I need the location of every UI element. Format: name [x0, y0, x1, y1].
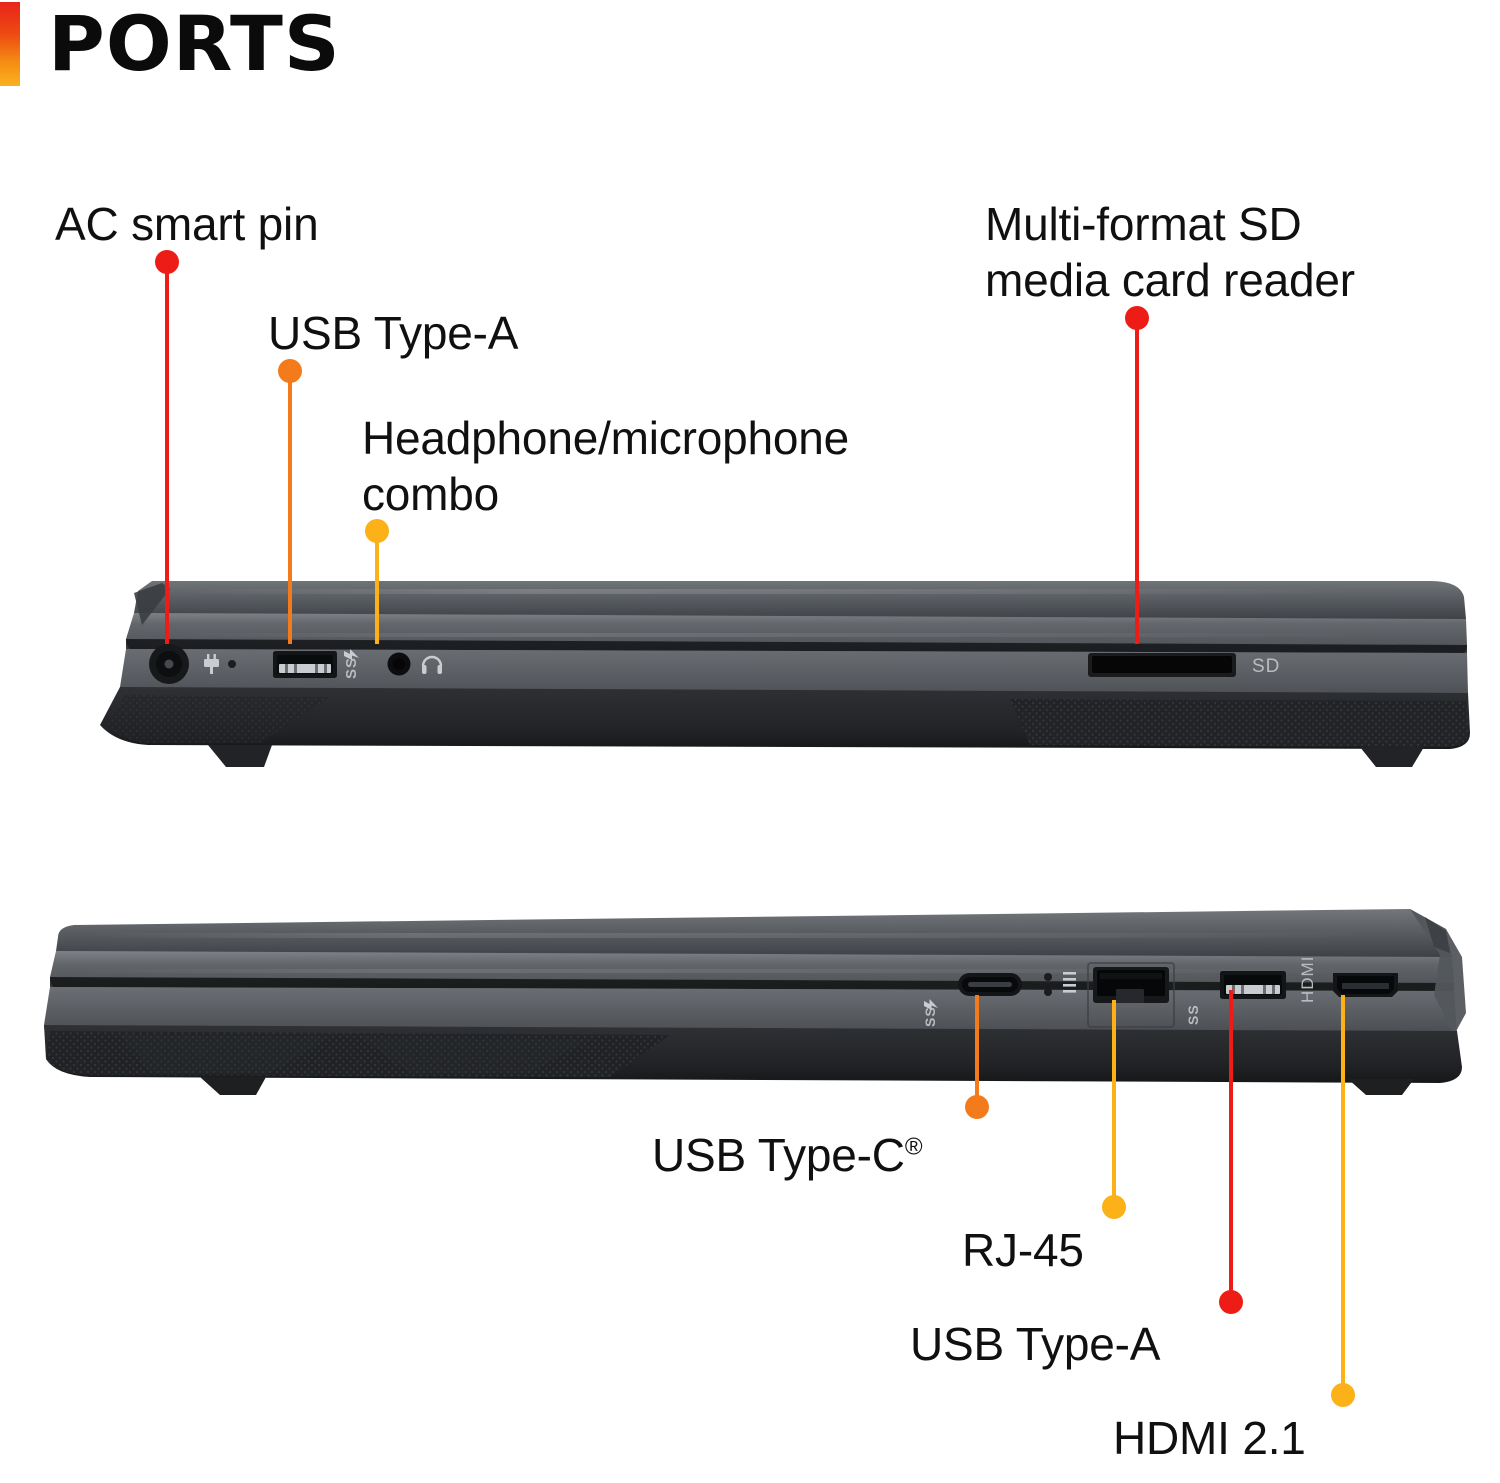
usb-superspeed-icon: SS — [1185, 1004, 1201, 1025]
laptop2-corner-chamfer — [1410, 909, 1466, 1035]
usb-c-superspeed-charge-icon: SS — [922, 999, 938, 1027]
sd-slot-label: SD — [1252, 656, 1280, 677]
svg-text:SS: SS — [922, 1006, 938, 1027]
callout-label-usb-type-c: USB Type-C® — [652, 1127, 923, 1183]
callout-label-hdmi-2-1: HDMI 2.1 — [1113, 1412, 1306, 1464]
lid2-face-highlight — [80, 969, 1380, 973]
laptop-foot-left — [208, 745, 272, 767]
laptop-corner-chamfer — [134, 583, 170, 625]
page-title: PORTS — [0, 2, 340, 86]
ethernet-led-2 — [1044, 988, 1052, 996]
page-title-text: PORTS — [48, 0, 341, 88]
callout-label-sd-media-card-reader: Multi-format SD media card reader — [985, 198, 1355, 306]
power-led — [228, 660, 236, 668]
svg-text:SS: SS — [343, 657, 360, 679]
lid-face-highlight — [170, 633, 1400, 637]
laptop2-foot-right — [1348, 1079, 1414, 1095]
speaker-grille-right — [1010, 699, 1468, 747]
callout-label-ac-smart-pin: AC smart pin — [55, 198, 319, 250]
registered-trademark-symbol: ® — [904, 1133, 923, 1161]
callout-label-headphone-microphone-combo: Headphone/microphone combo — [362, 412, 850, 520]
network-icon — [1063, 972, 1076, 993]
laptop-seam — [126, 639, 1467, 653]
hdmi-port-label: HDMI — [1298, 956, 1317, 1003]
usb-superspeed-charge-icon: SS — [343, 649, 360, 679]
title-accent-bar — [0, 2, 20, 86]
speaker-grille-left — [108, 695, 330, 743]
laptop2-foot-left — [200, 1077, 266, 1095]
headphone-icon — [421, 655, 443, 674]
ethernet-led-1 — [1044, 973, 1052, 981]
callout-label-usb-type-c-text: USB Type-C — [652, 1129, 905, 1181]
callout-label-rj-45: RJ-45 — [962, 1224, 1084, 1276]
laptop-right-side-image: SS SS — [30, 895, 1480, 1095]
svg-text:SS: SS — [1185, 1004, 1201, 1025]
lid-highlight — [180, 589, 1360, 594]
laptop-foot-right — [1360, 747, 1424, 767]
callout-label-usb-type-a-right: USB Type-A — [910, 1318, 1161, 1370]
power-plug-icon — [204, 654, 219, 674]
callout-label-usb-type-a-left: USB Type-A — [268, 307, 519, 359]
lid2-highlight — [90, 933, 1370, 938]
speaker-grille-left-2 — [46, 1031, 670, 1077]
laptop-left-side-image: SS SD — [30, 575, 1475, 770]
